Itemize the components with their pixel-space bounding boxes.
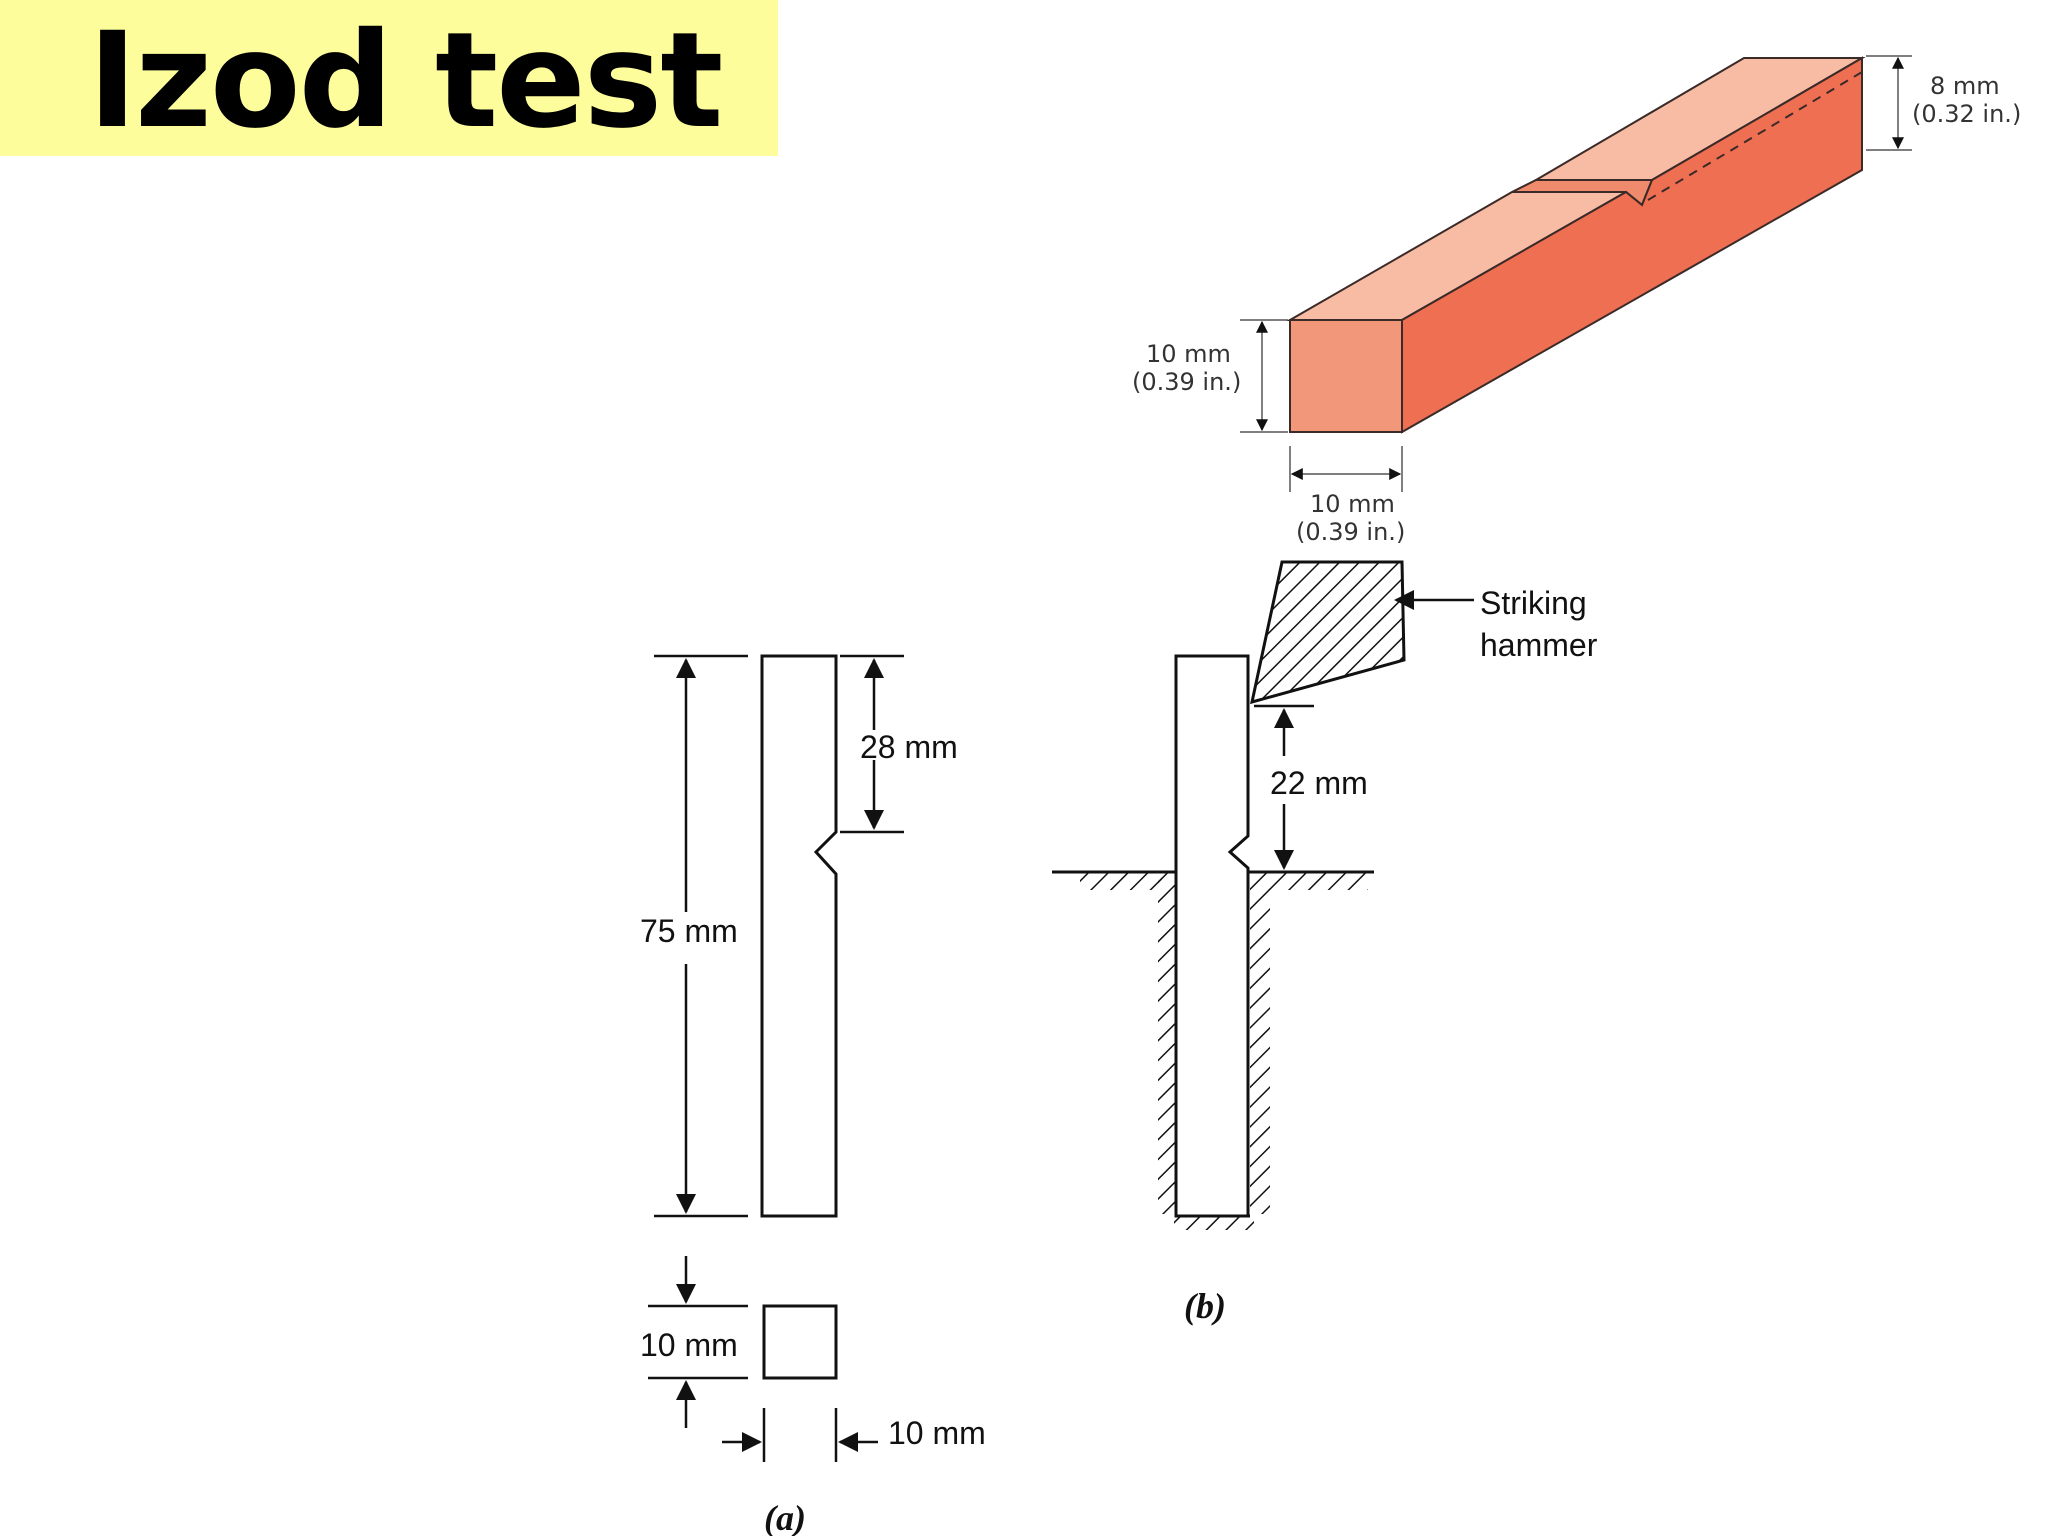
notch-label: 28 mm — [860, 729, 958, 765]
slide-title: Izod test — [88, 4, 723, 158]
notch-dimension — [840, 654, 904, 834]
length-dimension — [654, 654, 748, 1218]
striking-hammer — [1250, 560, 1406, 705]
vise-right-hatch — [1250, 872, 1270, 1214]
figure-a-specimen — [760, 654, 838, 1218]
hammer-label-line1: Striking — [1480, 585, 1587, 621]
specimen-front-face — [1289, 319, 1403, 433]
vise-right-top-hatch — [1268, 872, 1368, 890]
width-dimension — [1289, 446, 1403, 492]
height-label-in: (0.39 in.) — [1132, 368, 1241, 396]
specimen-side-face — [1401, 56, 1863, 434]
height-dimension — [1240, 319, 1288, 433]
section-height-dimension — [648, 1256, 748, 1428]
figure-b-specimen — [1174, 654, 1250, 1218]
width-label-in: (0.39 in.) — [1296, 518, 1405, 546]
height-label: 10 mm — [1146, 340, 1231, 368]
vise-left-top-hatch — [1080, 872, 1162, 890]
section-width-dimension — [722, 1408, 878, 1462]
hammer-label-line2: hammer — [1480, 627, 1598, 663]
figure-b-caption: (b) — [1184, 1286, 1226, 1326]
strike-height-label: 22 mm — [1270, 765, 1368, 801]
depth-label-in: (0.32 in.) — [1912, 100, 2021, 128]
vise-left-hatch — [1158, 872, 1178, 1214]
depth-dimension — [1866, 55, 1912, 151]
section-width-label: 10 mm — [888, 1415, 986, 1451]
section-height-label: 10 mm — [640, 1327, 738, 1363]
cross-section — [762, 1304, 838, 1380]
specimen-3d — [1286, 56, 1866, 434]
figure-a-caption: (a) — [764, 1498, 806, 1536]
title-banner: Izod test — [0, 0, 778, 156]
width-label: 10 mm — [1310, 490, 1395, 518]
strike-height-dimension — [1254, 704, 1314, 870]
length-label: 75 mm — [640, 913, 738, 949]
depth-label: 8 mm — [1930, 72, 2000, 100]
